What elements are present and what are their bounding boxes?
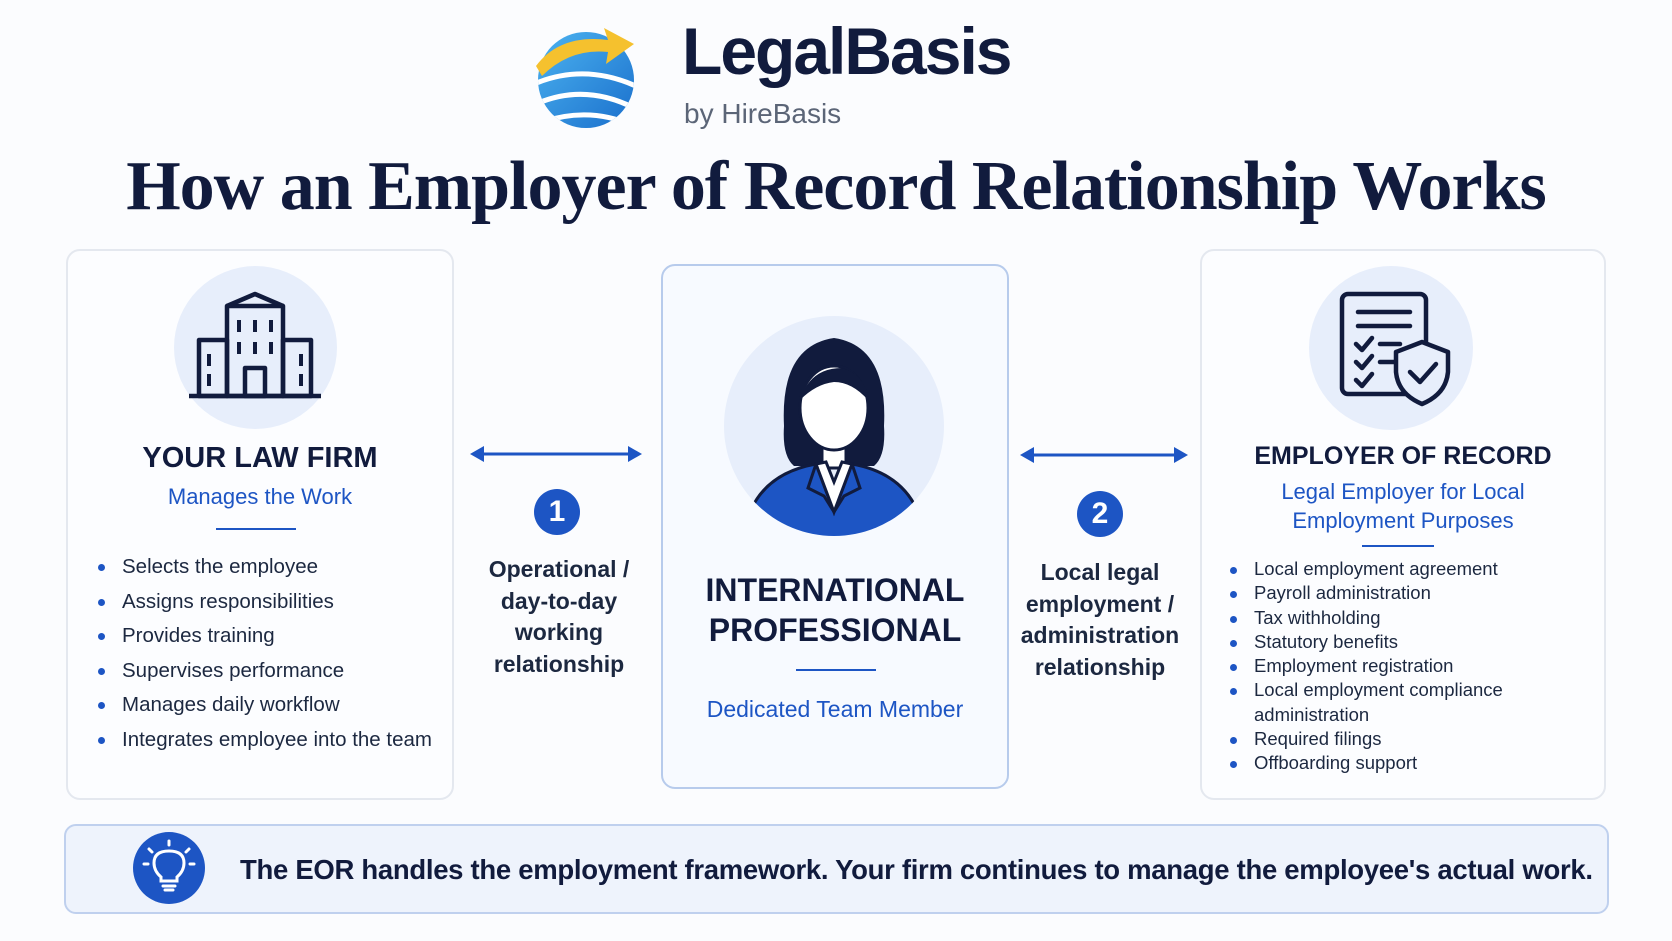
list-item: Required filings <box>1226 727 1556 751</box>
lightbulb-icon <box>132 831 206 905</box>
list-item: Provides training <box>94 619 454 654</box>
document-checklist-shield-icon <box>1332 286 1462 416</box>
list-item: Employment registration <box>1226 654 1556 678</box>
relationship-line: Operational / <box>488 556 630 582</box>
professional-title: INTERNATIONAL PROFESSIONAL <box>661 570 1009 650</box>
relationship-line: relationship <box>1034 653 1166 680</box>
step-badge: 1 <box>534 489 580 535</box>
eor-list: Local employment agreement Payroll admin… <box>1226 557 1556 776</box>
list-item: Integrates employee into the team <box>94 723 454 758</box>
list-item: Local employment compliance administrati… <box>1226 678 1556 727</box>
professional-divider <box>796 669 876 671</box>
list-item: Selects the employee <box>94 550 454 585</box>
relationship-line: Local legal <box>1040 559 1160 585</box>
list-item: Assigns responsibilities <box>94 585 454 620</box>
law-firm-list: Selects the employee Assigns responsibil… <box>94 550 454 757</box>
step-badge: 2 <box>1077 491 1123 537</box>
relationship-line: working <box>514 619 604 645</box>
brand-name: LegalBasis <box>682 14 1012 88</box>
law-firm-title: YOUR LAW FIRM <box>142 442 378 474</box>
relationship-line: day-to-day <box>500 587 618 614</box>
list-item: Offboarding support <box>1226 751 1556 775</box>
law-firm-subtitle: Manages the Work <box>167 484 353 509</box>
list-item: Payroll administration <box>1226 581 1556 605</box>
office-building-icon <box>185 288 325 408</box>
professional-subtitle: Dedicated Team Member <box>706 696 964 722</box>
double-arrow-icon <box>468 442 644 466</box>
double-arrow-icon <box>1018 443 1190 467</box>
summary-text: The EOR handles the employment framework… <box>240 854 1593 885</box>
brand-tagline: by HireBasis <box>684 98 842 129</box>
eor-subtitle: Legal Employer for Local Employment Purp… <box>1200 477 1606 535</box>
professional-woman-avatar <box>724 316 944 536</box>
page-title: How an Employer of Record Relationship W… <box>126 148 1547 225</box>
list-item: Local employment agreement <box>1226 557 1556 581</box>
relationship-label: Operational / day-to-day working relatio… <box>464 554 654 680</box>
eor-subtitle-line: Legal Employer for Local <box>1281 479 1525 504</box>
law-firm-divider <box>216 528 296 530</box>
list-item: Tax withholding <box>1226 606 1556 630</box>
list-item: Statutory benefits <box>1226 630 1556 654</box>
relationship-line: administration <box>1020 622 1180 648</box>
professional-title-line: PROFESSIONAL <box>708 612 962 648</box>
eor-divider <box>1362 545 1434 547</box>
list-item: Supervises performance <box>94 654 454 689</box>
eor-subtitle-line: Employment Purposes <box>1292 508 1514 533</box>
relationship-line: employment / <box>1025 590 1175 617</box>
summary-banner <box>64 824 1609 914</box>
legalbasis-logo-icon <box>530 22 648 130</box>
relationship-label: Local legal employment / administration … <box>1010 557 1190 683</box>
professional-title-line: INTERNATIONAL <box>705 572 965 608</box>
relationship-line: relationship <box>493 650 625 677</box>
list-item: Manages daily workflow <box>94 688 454 723</box>
law-firm-card <box>66 249 454 800</box>
eor-title: EMPLOYER OF RECORD <box>1254 442 1552 470</box>
